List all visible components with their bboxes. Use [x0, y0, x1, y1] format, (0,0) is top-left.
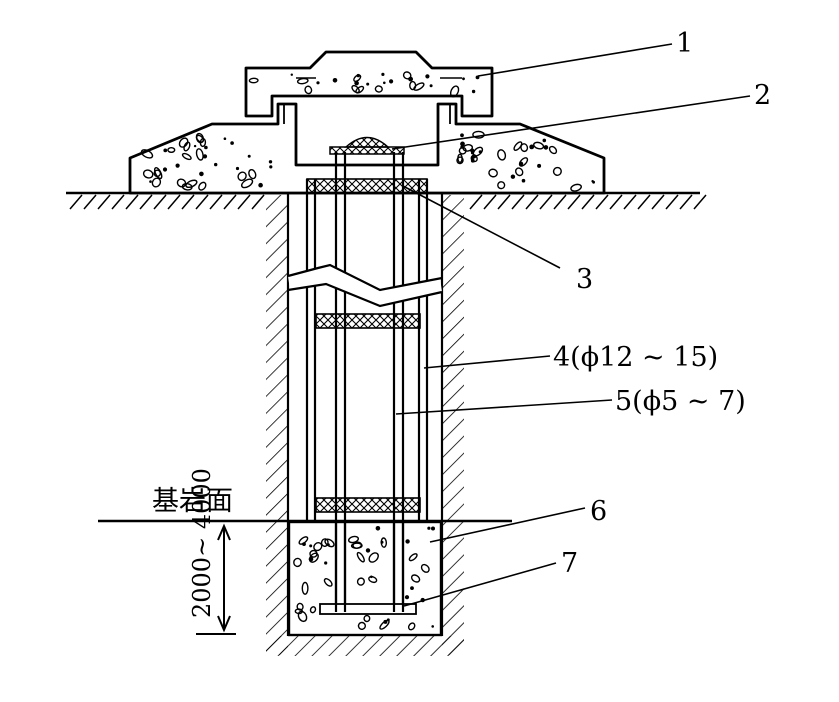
main-rebars [305, 179, 429, 520]
ground-surface [66, 191, 707, 210]
concrete-aggregate [140, 71, 595, 631]
concrete-footing [287, 520, 443, 637]
label-2: 2 [754, 80, 771, 111]
label-3: 3 [576, 264, 593, 295]
pit-walls [266, 193, 464, 656]
labels: 1 2 3 4(ϕ12 ~ 15) 5(ϕ5 ~ 7) 6 7 基岩面 2000… [152, 28, 771, 618]
leader-lines [391, 43, 751, 607]
bedrock-label: 基岩面 [152, 486, 233, 517]
break-line [287, 263, 443, 308]
label-4: 4(ϕ12 ~ 15) [553, 342, 718, 373]
label-6: 6 [590, 496, 607, 527]
label-1: 1 [676, 28, 693, 59]
depth-label: 2000~ 4000 [188, 468, 216, 618]
depth-dimension [196, 523, 236, 635]
protective-base [128, 102, 606, 195]
stirrup-bands [306, 178, 428, 513]
label-5: 5(ϕ5 ~ 7) [615, 386, 746, 417]
benchmark-mark [329, 136, 405, 155]
label-7: 7 [561, 548, 578, 579]
